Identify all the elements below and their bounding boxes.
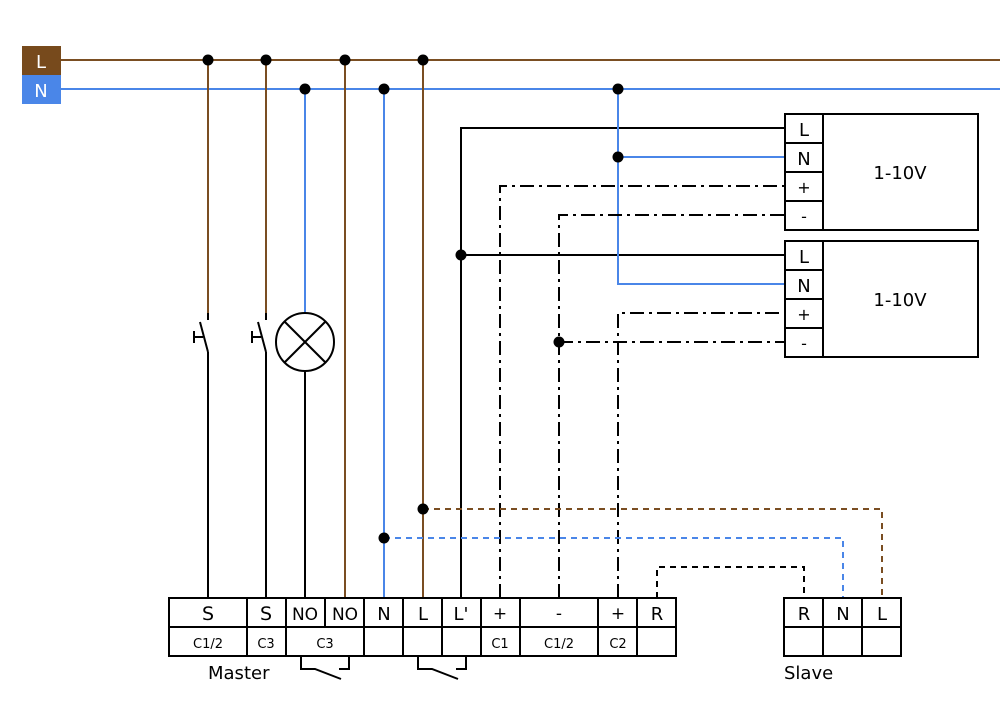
relay-contact-l [417,656,459,680]
supply-L-badge [22,46,61,75]
driver1-name: 1-10V [873,163,927,184]
slave-neutral-link [384,537,844,598]
switch2-contact [257,321,267,353]
driver2-terminal-plus: + [797,305,810,324]
master-channel-minus: C1/2 [544,637,574,652]
master-terminal-plus-1: + [493,604,507,624]
control-plus-c2 [617,312,785,598]
driver1-terminal-L: L [799,120,809,141]
master-terminal-plus-2: + [611,604,625,624]
master-terminal-block: S S NO NO N L L' + - + R C1/2 C3 C3 C1 C… [168,597,677,684]
slave-terminal-n: N [836,604,849,625]
master-terminal-minus: - [556,604,562,624]
slave-terminal-block: R N L Slave [783,597,902,684]
driver2-terminal-minus: - [801,334,807,353]
master-channel-s1: C1/2 [193,637,223,652]
master-terminal-no1: NO [292,605,318,625]
master-label: Master [208,663,270,684]
slave-terminal-r: R [798,604,811,625]
master-channel-plus-1: C1 [491,637,508,652]
slave-terminal-l: L [877,604,887,625]
master-channel-s2: C3 [257,637,274,652]
driver2-name: 1-10V [873,290,927,311]
master-channel-plus-2: C2 [609,637,626,652]
switch1-contact [199,321,209,353]
slave-line-link [423,508,883,598]
driver1-terminal-minus: - [801,207,807,226]
switched-line-driver1 [460,127,785,598]
control-minus [558,214,785,598]
driver2-terminal-N: N [797,276,810,297]
driver-1: L N + - 1-10V [784,113,979,231]
master-terminal-s2: S [260,603,272,625]
control-plus-c1 [499,185,785,598]
driver1-terminal-plus: + [797,178,810,197]
relay-contact-no [300,656,342,680]
supply-N-label: N [34,81,47,102]
master-channel-no: C3 [316,637,333,652]
junction-dots [202,54,624,544]
r-link [656,566,805,598]
driver-2: L N + - 1-10V [784,240,979,358]
driver2-terminal-L: L [799,247,809,268]
supply-N-badge [22,75,61,104]
master-terminal-l: L [418,604,428,625]
master-terminal-no2: NO [332,605,358,625]
supply-L-label: L [36,52,46,73]
slave-label: Slave [784,663,833,684]
master-terminal-n: N [377,604,390,625]
driver1-terminal-N: N [797,149,810,170]
master-terminal-s1: S [202,603,214,625]
master-terminal-l-prime: L' [454,604,469,625]
master-terminal-r: R [651,604,664,625]
